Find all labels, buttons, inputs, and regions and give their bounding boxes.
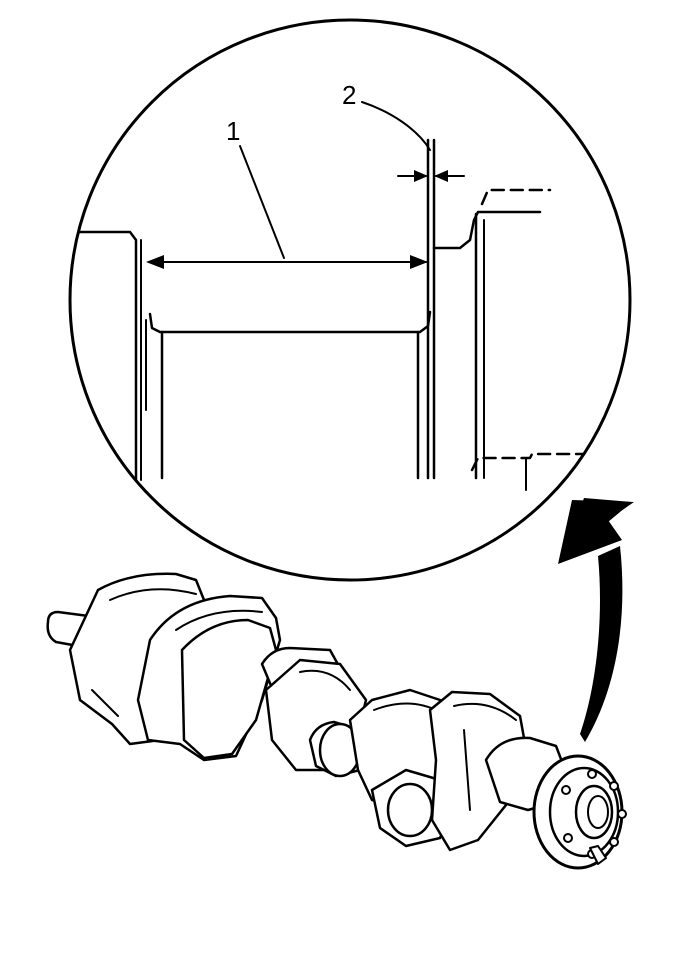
dimension-1 [146,145,428,269]
crankshaft [46,572,627,870]
detail-view: 1 2 [68,18,632,582]
callout-1: 1 [226,116,240,146]
journal-section [70,138,602,491]
callout-2: 2 [342,80,356,110]
detail-circle [68,18,632,582]
dimension-2 [361,101,465,182]
curved-arrow-icon [558,498,634,742]
